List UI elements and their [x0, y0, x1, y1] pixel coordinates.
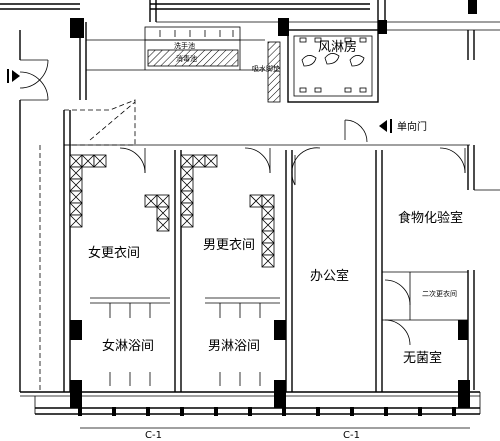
wall-marker: [452, 407, 456, 416]
wall-marker: [418, 407, 422, 416]
faucets: [159, 30, 234, 37]
locker-cross: [69, 202, 83, 216]
one-way-arrow-icon: [379, 120, 387, 132]
wall-marker: [214, 407, 218, 416]
footprint-icons: [301, 53, 365, 67]
second-changing-label: 二次更衣间: [422, 289, 457, 298]
wall-marker: [350, 407, 354, 416]
locker-cross: [81, 154, 95, 168]
female-shower-label: 女淋浴间: [102, 338, 154, 354]
wall-marker: [146, 407, 150, 416]
locker-cross: [261, 218, 275, 232]
shoe-absorber: [267, 41, 281, 103]
locker-cross: [156, 206, 170, 220]
locker-cross: [180, 190, 194, 204]
wall-marker: [112, 407, 116, 416]
locker-cross: [180, 214, 194, 228]
wall-marker: [180, 407, 184, 416]
wall-markers: [78, 407, 456, 416]
room-labels: 风淋房 洗手池 消毒池 吸水脚垫 单向门 女更衣间 男更衣间 办公室 食物化验室…: [88, 39, 463, 366]
entry-arrow-icon: [12, 70, 20, 82]
locker-cross: [69, 214, 83, 228]
disinfect-pool-label: 消毒池: [176, 54, 197, 63]
locker-cross: [156, 194, 170, 208]
food-lab-label: 食物化验室: [398, 210, 463, 226]
locker-cross: [69, 154, 83, 168]
locker-cross: [69, 166, 83, 180]
air-shower-nozzles: [299, 37, 367, 93]
locker-cross: [180, 202, 194, 216]
wall-marker: [78, 407, 82, 416]
locker-cross: [156, 218, 170, 232]
lockers: [69, 154, 275, 268]
axis-label-left: C-1: [145, 430, 162, 441]
shoe-absorber-label: 吸水脚垫: [252, 64, 280, 73]
upper-area: [79, 18, 387, 103]
locker-cross: [261, 194, 275, 208]
doors: [19, 59, 466, 346]
arrows: [7, 69, 392, 133]
locker-cross: [249, 194, 263, 208]
locker-cross: [69, 178, 83, 192]
locker-cross: [204, 154, 218, 168]
sterile-room-label: 无菌室: [403, 350, 442, 366]
locker-cross: [261, 254, 275, 268]
locker-cross: [180, 166, 194, 180]
wall-marker: [384, 407, 388, 416]
locker-cross: [192, 154, 206, 168]
locker-cross: [93, 154, 107, 168]
disinfect-pool: [147, 49, 239, 67]
locker-cross: [180, 154, 194, 168]
corridor: [64, 99, 470, 146]
locker-cross: [144, 194, 158, 208]
office-label: 办公室: [310, 268, 349, 284]
female-changing-label: 女更衣间: [88, 245, 140, 261]
hand-wash-label: 洗手池: [174, 41, 195, 50]
air-shower-label: 风淋房: [318, 39, 357, 55]
locker-cross: [261, 230, 275, 244]
locker-cross: [69, 190, 83, 204]
wall-marker: [316, 407, 320, 416]
wall-marker: [282, 407, 286, 416]
one-way-door-label: 单向门: [397, 120, 427, 133]
axis-labels: C-1 C-1: [80, 427, 470, 441]
male-changing-label: 男更衣间: [203, 237, 255, 253]
male-shower-label: 男淋浴间: [208, 339, 260, 354]
columns: [70, 0, 477, 408]
locker-cross: [180, 178, 194, 192]
axis-label-right: C-1: [343, 430, 360, 441]
locker-cross: [261, 242, 275, 256]
wall-marker: [248, 407, 252, 416]
locker-cross: [261, 206, 275, 220]
